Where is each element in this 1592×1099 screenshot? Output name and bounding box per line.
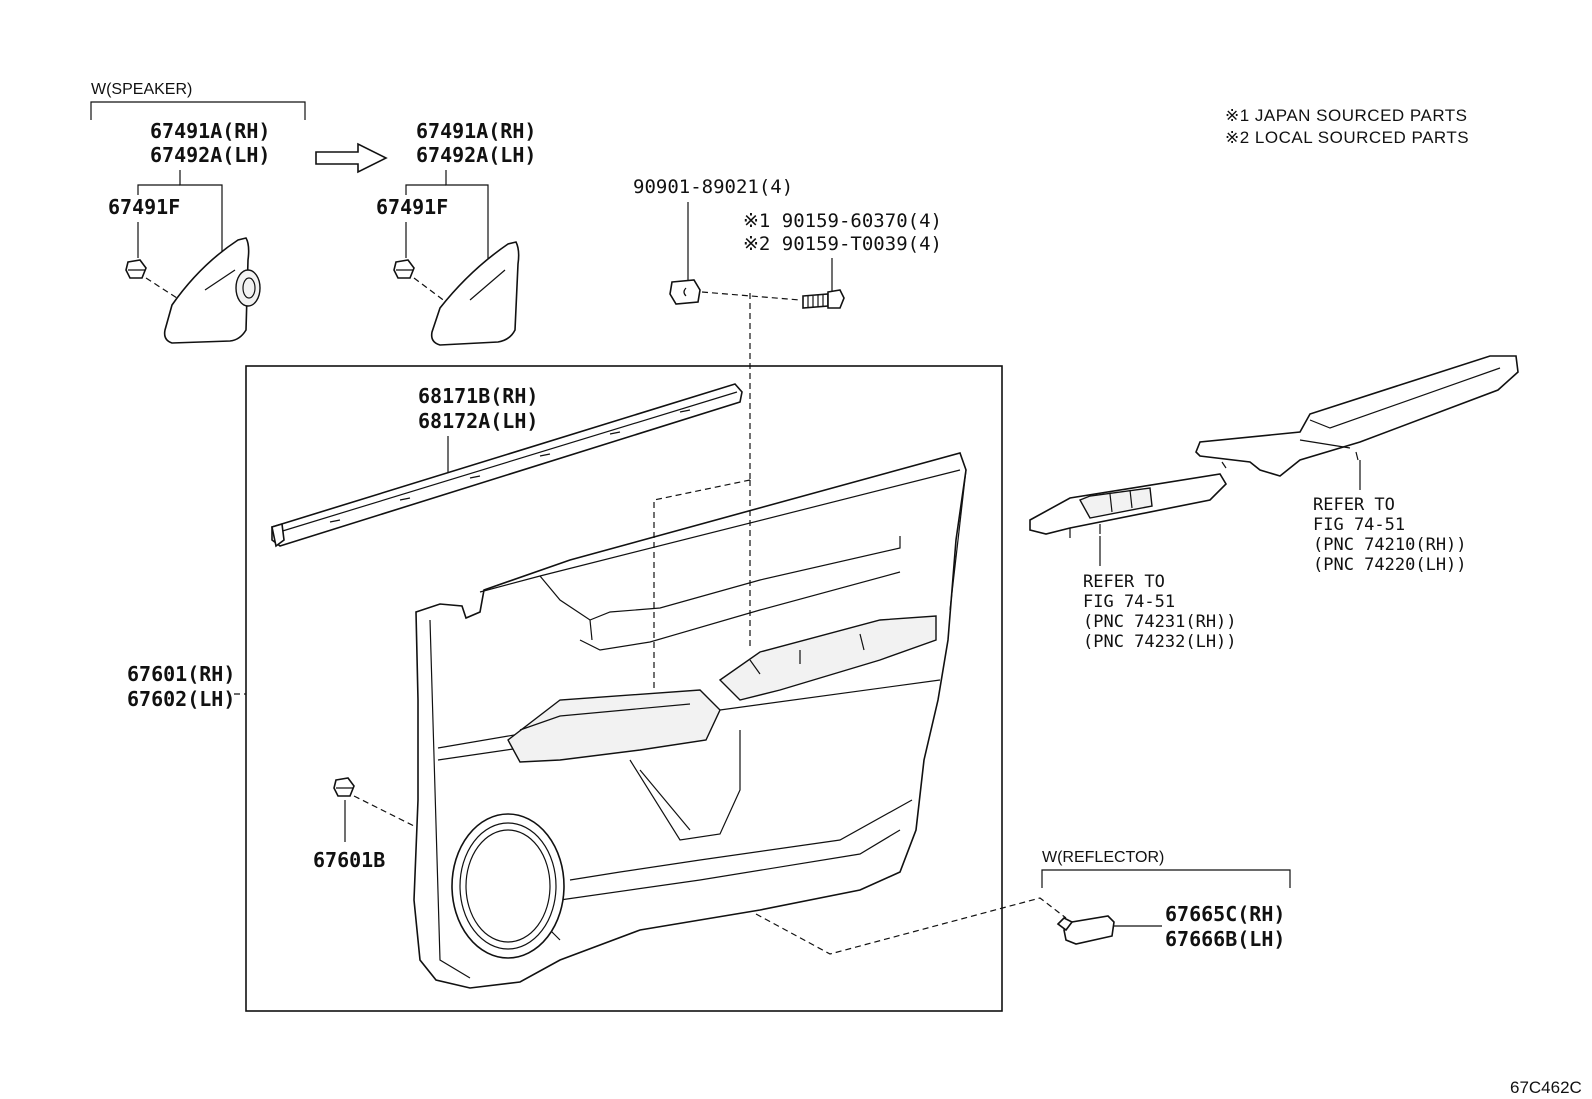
switch-ref-line4: (PNC 74232(LH)) [1083,632,1237,652]
note-local-sourced: ※2 LOCAL SOURCED PARTS [1225,128,1469,147]
reflector-group-label: W(REFLECTOR) [1042,849,1164,866]
part-number-90901-89021: 90901-89021(4) [633,176,793,198]
dash-nut-screw [701,291,801,301]
switch-base-assembly[interactable]: REFER TO FIG 74-51 (PNC 74231(RH)) (PNC … [1029,473,1237,652]
panel-clip-icon [333,777,355,797]
armrest-ref-line2: FIG 74-51 [1313,515,1405,535]
switch-ref-line2: FIG 74-51 [1083,592,1175,612]
weatherstrip-icon [271,383,743,548]
door-panel-group-box [245,365,1003,1012]
armrest-assembly[interactable]: REFER TO FIG 74-51 (PNC 74210(RH)) (PNC … [1195,355,1519,575]
armrest-icon [1195,355,1519,477]
leader-tweeter-2 [445,170,489,262]
reflector-icon [1056,915,1115,945]
tweeter-assembly-2[interactable]: 67491A(RH) 67492A(LH) 67491F [376,119,536,346]
part-number-67601B: 67601B [313,848,385,872]
part-number-90159-T0039: ※2 90159-T0039(4) [743,233,942,255]
clip-icon-1 [125,259,147,279]
door-panel-assembly[interactable]: 67601(RH) 67602(LH) [127,452,967,989]
panel-clip-assembly[interactable]: 67601B [313,777,415,872]
dash-clip-2 [413,277,447,303]
note-japan-sourced: ※1 JAPAN SOURCED PARTS [1225,106,1468,125]
part-number-67666B-lh: 67666B(LH) [1165,927,1285,951]
speaker-group: W(SPEAKER) [90,81,306,120]
arrow-right-icon [315,142,388,174]
dash-reflector-panel [755,897,1067,955]
part-number-67491A-rh-2: 67491A(RH) [416,119,536,143]
part-number-67492A-lh-2: 67492A(LH) [416,143,536,167]
part-number-90159-60370: ※1 90159-60370(4) [743,210,942,232]
clip-icon-2 [393,259,415,279]
dash-screw-panel-1 [653,479,751,690]
leader-bracket-1 [137,184,180,195]
reflector-group-bracket [1041,869,1291,888]
leader-bracket-2 [405,184,446,195]
nut-clip-icon [669,279,701,305]
dash-clip-1 [145,277,181,301]
screw-icon [802,289,845,309]
switch-base-icon [1029,473,1228,538]
figure-code: 67C462C [1510,1078,1582,1097]
part-number-67601-rh: 67601(RH) [127,662,235,686]
part-number-68171B-rh: 68171B(RH) [418,384,538,408]
armrest-ref-line3: (PNC 74210(RH)) [1313,535,1467,555]
door-panel-icon [413,452,967,989]
part-number-67665C-rh: 67665C(RH) [1165,902,1285,926]
speaker-group-label: W(SPEAKER) [91,81,192,98]
speaker-group-bracket [90,101,306,120]
weatherstrip-assembly[interactable]: 68171B(RH) 68172A(LH) [271,383,743,548]
switch-ref-line3: (PNC 74231(RH)) [1083,612,1237,632]
part-number-67602-lh: 67602(LH) [127,687,235,711]
tweeter-cover-icon-1 [163,237,261,344]
dash-panel-clip [353,795,415,827]
reflector-group[interactable]: W(REFLECTOR) 67665C(RH) 67666B(LH) [755,849,1291,955]
part-number-67491A-rh-1: 67491A(RH) [150,119,270,143]
tweeter-cover-icon-2 [430,241,520,346]
part-number-68172A-lh: 68172A(LH) [418,409,538,433]
tweeter-assembly-1[interactable]: 67491A(RH) 67492A(LH) 67491F [108,119,270,344]
armrest-ref-line1: REFER TO [1313,495,1395,515]
armrest-ref-line4: (PNC 74220(LH)) [1313,555,1467,575]
part-number-67491F-2: 67491F [376,195,448,219]
switch-ref-line1: REFER TO [1083,572,1165,592]
part-number-67492A-lh-1: 67492A(LH) [150,143,270,167]
fastener-group[interactable]: 90901-89021(4) ※1 90159-60370(4) ※2 9015… [633,176,942,480]
leader-tweeter-1 [179,170,223,260]
part-number-67491F-1: 67491F [108,195,180,219]
